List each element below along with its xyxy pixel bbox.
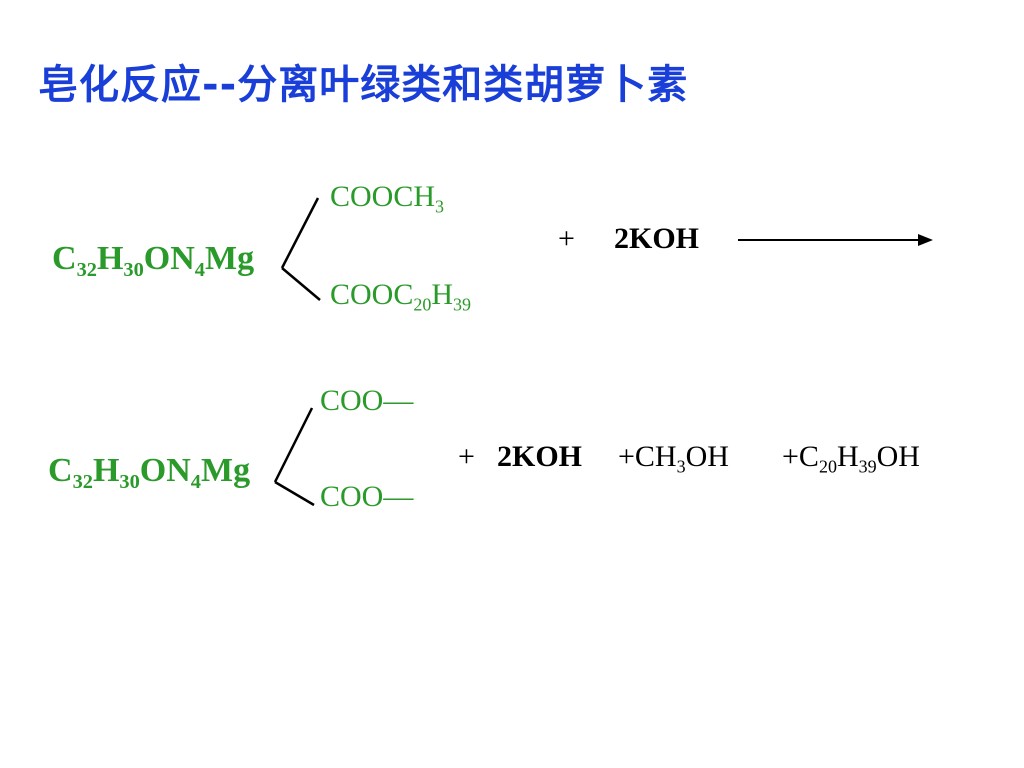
- hydrogen-count: 30: [123, 259, 144, 282]
- methyl-ester-sub: 3: [435, 196, 445, 217]
- phytol-suffix: OH: [876, 440, 920, 473]
- hydrogen-symbol: H: [96, 240, 124, 277]
- phytol-product: +C20H39OH: [782, 440, 920, 477]
- methanol-sub: 3: [676, 456, 686, 477]
- magnesium-symbol: Mg: [205, 240, 255, 277]
- phytol-carbon-count: 20: [818, 456, 837, 477]
- phytyl-carbon-count: 20: [413, 294, 432, 315]
- plus-sign-2: +: [458, 440, 475, 473]
- phytyl-ester-prefix: COOC: [330, 278, 414, 311]
- phytyl-hydrogen-count: 39: [453, 294, 472, 315]
- carbon-symbol: C: [48, 452, 73, 489]
- methanol-suffix: OH: [685, 440, 729, 473]
- carboxylate-lower: COO—: [320, 480, 414, 513]
- phytyl-hydrogen-symbol: H: [431, 278, 454, 311]
- carbon-symbol: C: [52, 240, 77, 277]
- bond-upper-line: [273, 407, 314, 483]
- chlorophyll-formula-1: C32H30ON4Mg: [52, 240, 255, 282]
- bond-lower-line: [274, 480, 315, 507]
- carbon-count: 32: [76, 259, 97, 282]
- methanol-prefix: +CH: [618, 440, 677, 473]
- koh-reagent-1: 2KOH: [614, 222, 700, 255]
- phytol-hydrogen-count: 39: [858, 456, 877, 477]
- chlorophyll-formula-2: C32H30ON4Mg: [48, 452, 251, 494]
- plus-sign-1: +: [558, 222, 575, 255]
- reaction-arrow-head: [918, 234, 933, 246]
- phytol-prefix: +C: [782, 440, 819, 473]
- on-symbols: ON: [143, 240, 195, 277]
- phytol-hydrogen-symbol: H: [836, 440, 859, 473]
- hydrogen-count: 30: [119, 471, 140, 494]
- slide-title: 皂化反应--分离叶绿类和类胡萝卜素: [38, 62, 689, 108]
- carbon-count: 32: [72, 471, 93, 494]
- methyl-ester-group: COOCH3: [330, 180, 445, 217]
- methanol-product: +CH3OH: [618, 440, 729, 477]
- nitrogen-count: 4: [194, 259, 205, 282]
- carboxylate-upper: COO—: [320, 384, 414, 417]
- on-symbols: ON: [139, 452, 191, 489]
- hydrogen-symbol: H: [92, 452, 120, 489]
- methyl-ester-text: COOCH: [330, 180, 436, 213]
- nitrogen-count: 4: [190, 471, 201, 494]
- koh-reagent-2: 2KOH: [497, 440, 583, 473]
- bond-lower-line: [281, 267, 321, 301]
- magnesium-symbol: Mg: [201, 452, 251, 489]
- bond-upper-line: [280, 197, 320, 269]
- phytyl-ester-group: COOC20H39: [330, 278, 472, 315]
